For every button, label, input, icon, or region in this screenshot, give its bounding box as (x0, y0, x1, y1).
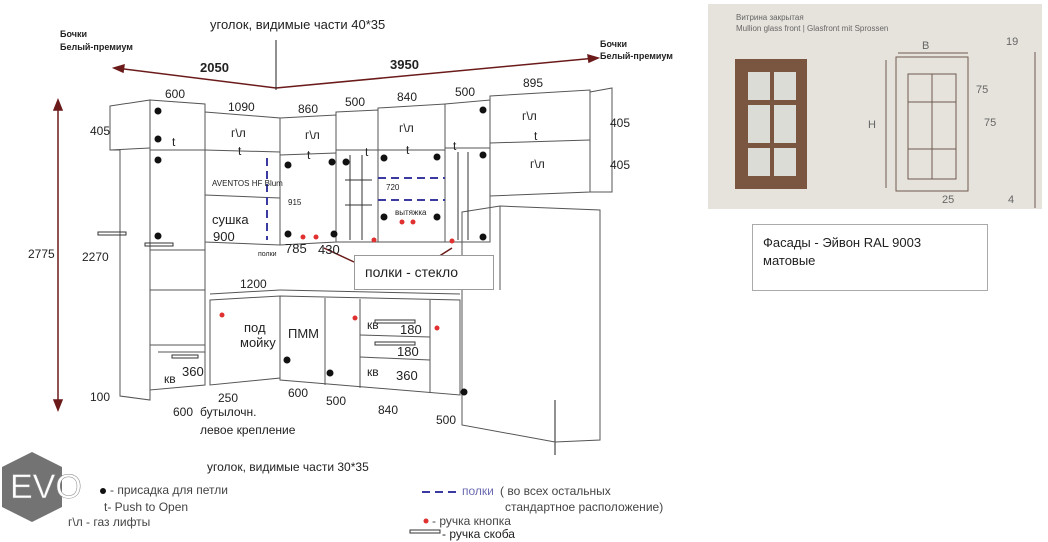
dim: 900 (213, 229, 235, 244)
label-aventos: AVENTOS HF Blum (212, 179, 283, 188)
legend-knob: - ручка кнопка (432, 514, 511, 528)
label-shelves: полки (258, 251, 277, 258)
label-dishwasher: ПММ (288, 326, 320, 341)
label-corner-bottom: уголок, видимые части 30*35 (207, 460, 369, 474)
dim: 500 (326, 394, 347, 408)
push-mark: t (365, 145, 369, 159)
label-dryer: сушка (212, 212, 249, 227)
push-mark: t (534, 129, 538, 143)
dim-25: 25 (942, 194, 955, 206)
dim-3950: 3950 (390, 57, 419, 72)
dim: 2775 (28, 247, 55, 261)
dim: 405 (90, 124, 111, 138)
evo-logo: EVO (2, 452, 98, 527)
dim: 180 (400, 322, 422, 337)
dim: 860 (298, 102, 319, 116)
dim-4: 4 (1008, 194, 1015, 206)
label-barrels-right: Бочки (600, 39, 628, 49)
legend-shelves-note2: стандартное расположение) (505, 500, 664, 514)
label-sink: мойку (240, 335, 276, 350)
dim-h: H (868, 119, 876, 131)
dim: 840 (397, 90, 418, 104)
push-mark: t (406, 143, 410, 157)
label-bottle: бутылочн. (200, 405, 257, 419)
push-mark: t (172, 135, 176, 149)
label-barrels-left: Бочки (60, 29, 88, 39)
label-kv: кв (367, 318, 379, 332)
legend-gas: г\л - газ лифты (68, 515, 151, 529)
gas-lift-mark: г\л (305, 128, 320, 142)
dim: 405 (610, 158, 631, 172)
push-mark: t (453, 139, 457, 153)
label-left-mount: левое крепление (200, 423, 296, 437)
dim: 720 (386, 183, 400, 192)
dim-75: 75 (984, 117, 997, 129)
dim: 840 (378, 403, 399, 417)
dim: 895 (523, 76, 544, 90)
label-kv: кв (367, 365, 379, 379)
logo-text: EVO (10, 468, 82, 506)
dim: 500 (436, 413, 457, 427)
legend-bar: - ручка скоба (442, 527, 515, 541)
dim: 250 (218, 391, 239, 405)
gas-lift-mark: г\л (231, 126, 246, 140)
push-mark: t (307, 148, 311, 162)
glass-shelves-callout: полки - стекло (354, 255, 494, 290)
gas-lift-mark: г\л (522, 109, 537, 123)
label-white-premium-left: Белый-премиум (60, 42, 133, 52)
dim: 405 (610, 116, 631, 130)
hinge-dots (100, 106, 487, 494)
dim: 2270 (82, 250, 109, 264)
knob-handles (219, 219, 455, 524)
legend-hinge: - присадка для петли (110, 483, 228, 497)
label-hood: вытяжка (395, 208, 427, 217)
legend-shelves: полки (462, 484, 494, 498)
mullion-front-reference: Витрина закрытая Mullion glass front | G… (708, 4, 1042, 209)
dim: 430 (318, 242, 340, 257)
dim: 180 (397, 344, 419, 359)
dim: 600 (165, 87, 186, 101)
dim: 1200 (240, 277, 267, 291)
dim: 500 (455, 85, 476, 99)
dim: 785 (285, 241, 307, 256)
bar-handles (97, 231, 441, 534)
legend-shelves-note1: ( во всех остальных (500, 484, 611, 498)
dim: 360 (396, 368, 418, 383)
gas-lift-mark: г\л (530, 157, 545, 171)
shelf-dashes (266, 158, 456, 493)
label-kv: кв (164, 372, 176, 386)
dim-75-vertical: 75 (976, 84, 989, 96)
glass-mullions (345, 152, 469, 240)
push-mark: t (238, 144, 242, 158)
mullion-door-drawings (735, 52, 1036, 208)
facade-line2: матовые (763, 253, 816, 268)
facade-note: Фасады - Эйвон RAL 9003 матовые (752, 224, 988, 291)
label-white-premium-right: Белый-премиум (600, 51, 673, 61)
label-under-sink: под (244, 320, 266, 335)
dim: 500 (345, 95, 366, 109)
dim: 100 (90, 390, 111, 404)
dim-19: 19 (1006, 36, 1019, 48)
cabinets (109, 87, 613, 443)
glass-shelves-text: полки - стекло (365, 264, 459, 280)
facade-line1: Фасады - Эйвон RAL 9003 (763, 235, 922, 250)
photo-title-en: Mullion glass front | Glasfront mit Spro… (736, 24, 889, 33)
dim: 915 (288, 198, 302, 207)
gas-lift-mark: г\л (399, 121, 414, 135)
dim: 600 (288, 386, 309, 400)
dim: 600 (173, 405, 194, 419)
photo-title-ru: Витрина закрытая (736, 13, 804, 22)
dim-2050: 2050 (200, 60, 229, 75)
dim-b: B (922, 40, 930, 52)
dim: 1090 (228, 100, 255, 114)
dimension-arrows (52, 40, 601, 455)
label-corner-top: уголок, видимые части 40*35 (210, 17, 386, 32)
legend-push: t- Push to Open (104, 500, 189, 514)
dim: 360 (182, 364, 204, 379)
